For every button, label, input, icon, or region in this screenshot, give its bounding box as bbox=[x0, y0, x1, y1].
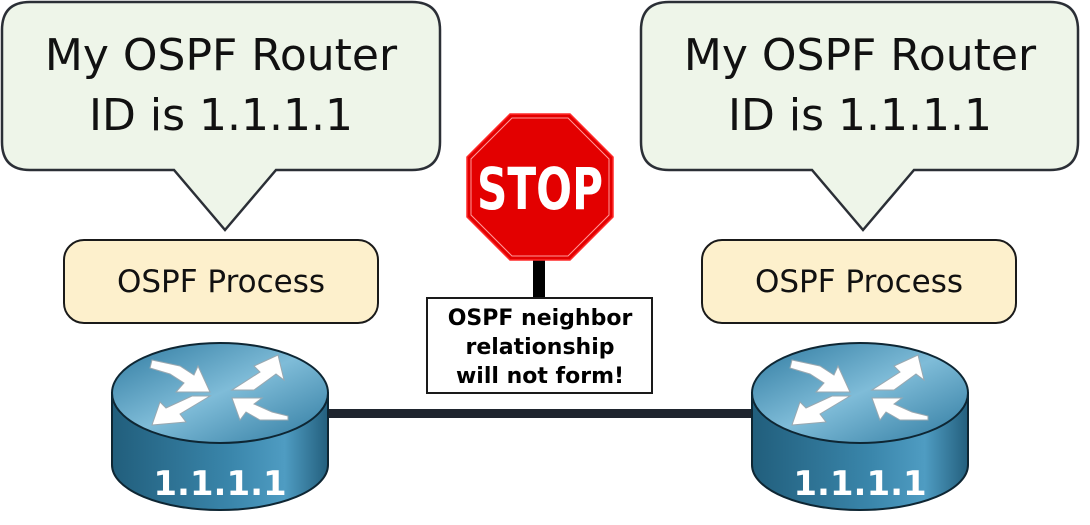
left-speech-bubble: My OSPF Router ID is 1.1.1.1 bbox=[0, 0, 442, 232]
network-link bbox=[320, 409, 760, 418]
stop-sign: STOP bbox=[466, 113, 614, 300]
stop-sign-icon bbox=[466, 113, 614, 261]
left-ospf-process-box: OSPF Process bbox=[63, 239, 379, 324]
right-process-label: OSPF Process bbox=[755, 264, 963, 300]
right-ospf-process-box: OSPF Process bbox=[701, 239, 1017, 324]
left-router-label: 1.1.1.1 bbox=[153, 464, 286, 504]
right-router[interactable]: 1.1.1.1 bbox=[751, 342, 969, 511]
router-arrows-icon bbox=[149, 354, 289, 426]
left-router[interactable]: 1.1.1.1 bbox=[111, 342, 329, 511]
left-process-label: OSPF Process bbox=[117, 264, 325, 300]
notice-box: OSPF neighbor relationship will not form… bbox=[426, 297, 653, 394]
router-arrows-icon bbox=[789, 354, 929, 426]
left-bubble-line2: ID is 1.1.1.1 bbox=[89, 90, 353, 141]
stop-sign-pole bbox=[533, 252, 545, 300]
notice-line-2: relationship bbox=[465, 335, 614, 360]
stop-sign-text: STOP bbox=[477, 155, 603, 223]
notice-line-1: OSPF neighbor bbox=[448, 306, 633, 331]
notice-line-3: will not form! bbox=[456, 364, 624, 389]
right-router-label: 1.1.1.1 bbox=[793, 464, 926, 504]
right-bubble-line1: My OSPF Router bbox=[684, 30, 1037, 81]
right-bubble-line2: ID is 1.1.1.1 bbox=[728, 90, 992, 141]
left-bubble-line1: My OSPF Router bbox=[45, 30, 398, 81]
router-icon bbox=[751, 342, 969, 444]
router-icon bbox=[111, 342, 329, 444]
right-speech-bubble: My OSPF Router ID is 1.1.1.1 bbox=[639, 0, 1080, 232]
